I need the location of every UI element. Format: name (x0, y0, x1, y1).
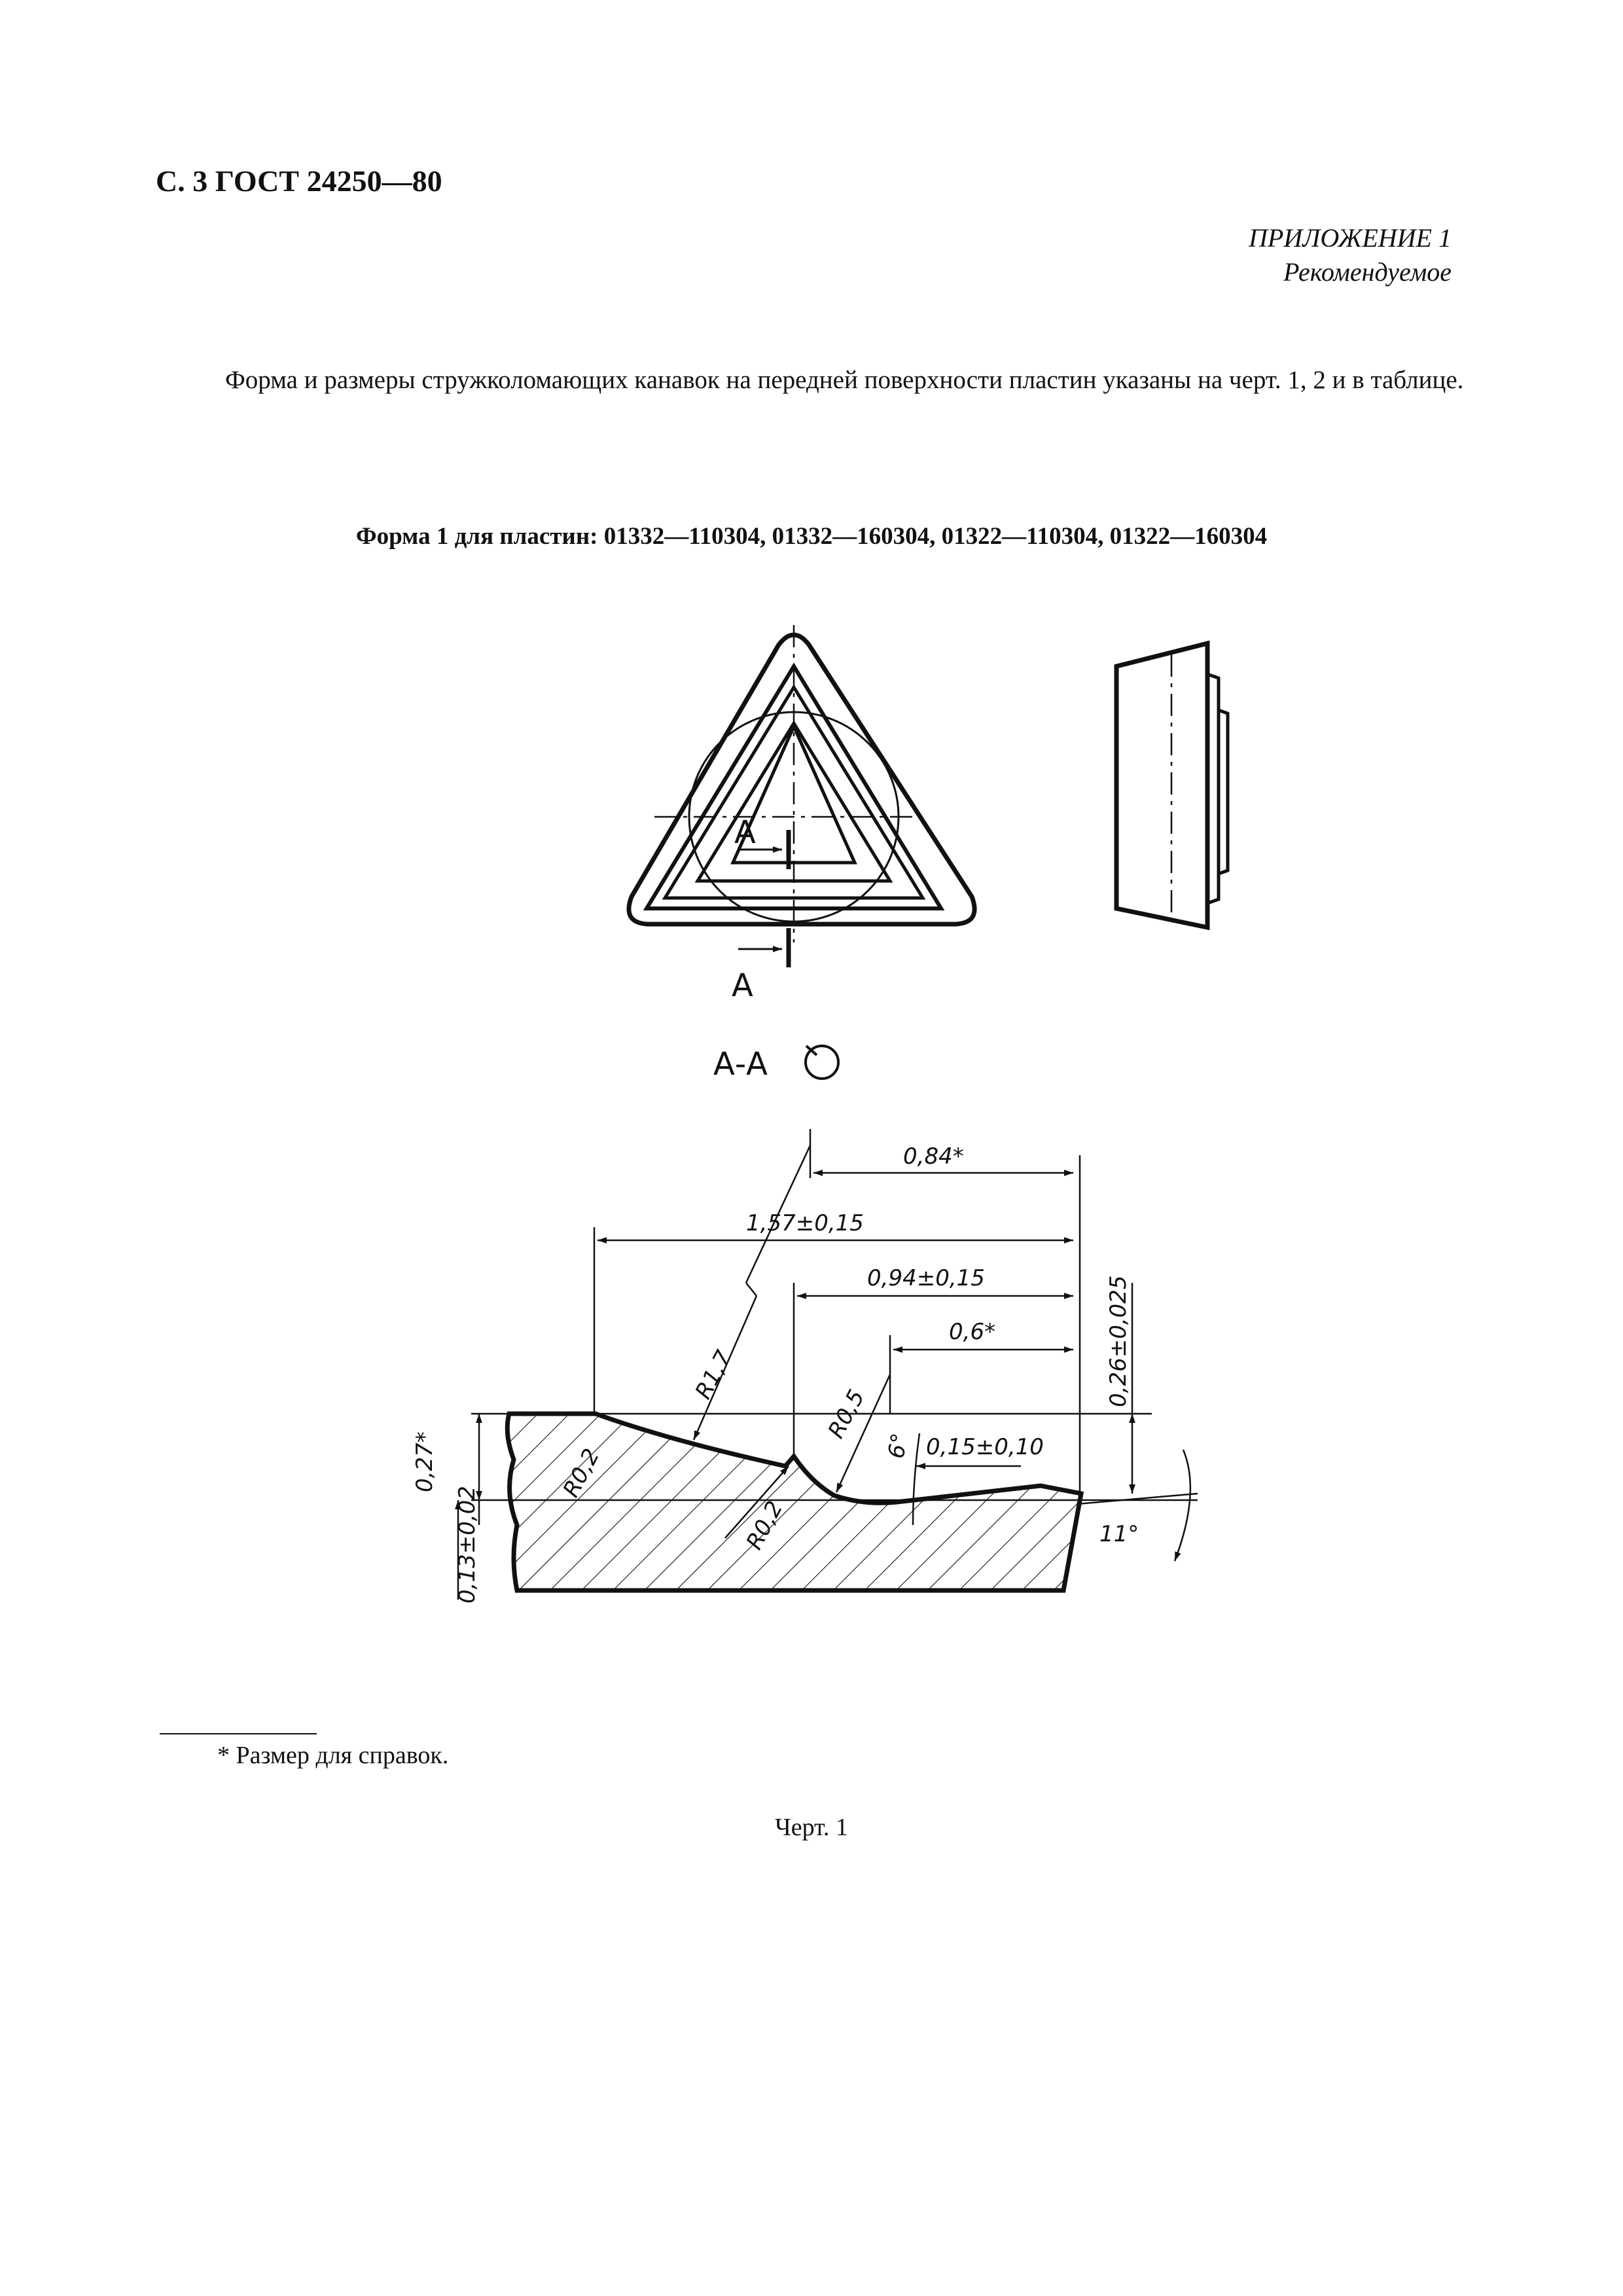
section-label-bottom: А (732, 967, 753, 1004)
dim-157: 1,57±0,15 (746, 1210, 864, 1236)
dim-angle-6: 6° (883, 1431, 913, 1461)
form-title: Форма 1 для пластин: 01332—110304, 01332… (355, 523, 1268, 550)
dim-084: 0,84* (903, 1143, 964, 1170)
intro-paragraph: Форма и размеры стружколомающих канавок … (225, 366, 1464, 394)
dim-013: 0,13±0,02 (454, 1486, 480, 1604)
dim-026: 0,26±0,025 (1105, 1275, 1132, 1407)
appendix-title: ПРИЛОЖЕНИЕ 1 (1249, 223, 1452, 253)
footnote: * Размер для справок. (217, 1742, 449, 1769)
section-view-title: А-А (713, 1046, 768, 1083)
insert-top-view (626, 625, 977, 967)
dimension-lines (455, 1129, 1192, 1600)
dim-094: 0,94±0,15 (867, 1265, 985, 1291)
section-profile (471, 1411, 1198, 1593)
dim-027: 0,27* (412, 1431, 438, 1492)
appendix-block: ПРИЛОЖЕНИЕ 1 Рекомендуемое (1249, 221, 1452, 289)
section-label-top: А (734, 814, 756, 851)
dim-06: 0,6* (949, 1319, 995, 1345)
dim-angle-11: 11° (1099, 1521, 1139, 1547)
surface-finish-symbol (804, 1045, 840, 1080)
footnote-rule (160, 1733, 317, 1734)
page-header: С. 3 ГОСТ 24250—80 (156, 164, 442, 198)
dim-015: 0,15±0,10 (926, 1434, 1044, 1460)
figure-caption: Черт. 1 (775, 1814, 848, 1841)
appendix-status: Рекомендуемое (1283, 257, 1452, 287)
insert-side-view (1114, 640, 1230, 931)
